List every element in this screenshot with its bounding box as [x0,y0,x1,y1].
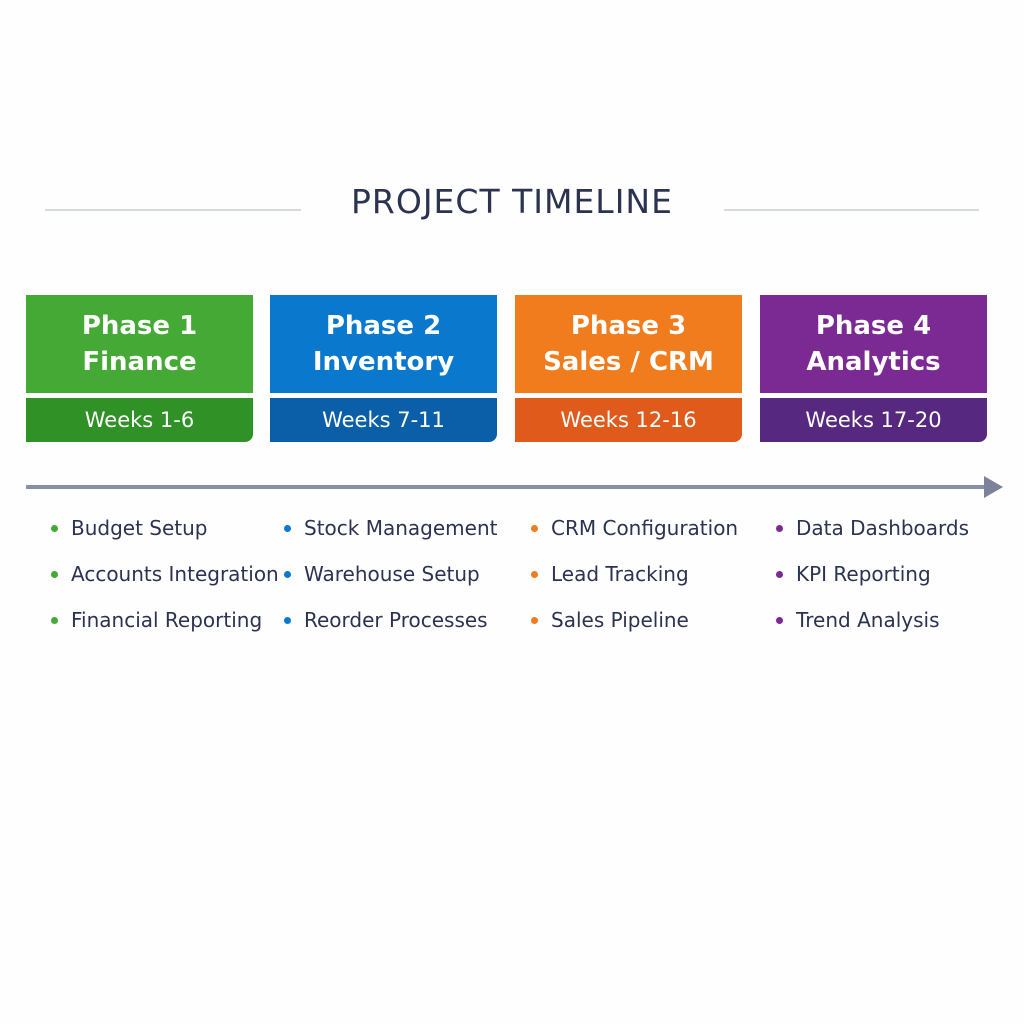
task-item: Financial Reporting [51,604,279,650]
phase-header: Phase 4 Analytics [760,295,987,393]
phase-weeks: Weeks 1-6 [26,398,253,442]
bullet-icon [284,617,291,624]
bullet-icon [51,525,58,532]
phase-card-4: Phase 4 Analytics Weeks 17-20 [760,295,987,442]
task-label: CRM Configuration [551,516,739,540]
task-label: KPI Reporting [796,562,931,586]
task-item: KPI Reporting [776,558,969,604]
task-label: Accounts Integration [71,562,279,586]
phase-name: Phase 4 [815,311,932,341]
task-label: Trend Analysis [796,608,940,632]
task-label: Reorder Processes [304,608,488,632]
bullet-icon [531,525,538,532]
phase-name: Phase 3 [570,311,687,341]
phase-weeks: Weeks 12-16 [515,398,742,442]
bullet-icon [776,617,783,624]
bullet-icon [284,571,291,578]
bullet-icon [776,571,783,578]
bullet-icon [51,617,58,624]
phase-card-3: Phase 3 Sales / CRM Weeks 12-16 [515,295,742,442]
bullet-icon [531,571,538,578]
task-label: Budget Setup [71,516,208,540]
phase-header: Phase 2 Inventory [270,295,497,393]
title-divider-right [724,209,979,211]
task-item: Budget Setup [51,512,279,558]
phase-weeks: Weeks 17-20 [760,398,987,442]
timeline-axis [26,485,988,489]
task-label: Warehouse Setup [304,562,480,586]
task-item: Sales Pipeline [531,604,738,650]
arrow-head-icon [984,476,1003,498]
phase-name: Phase 2 [325,311,442,341]
phase-header: Phase 3 Sales / CRM [515,295,742,393]
task-label: Stock Management [304,516,498,540]
task-item: Reorder Processes [284,604,497,650]
phase-header: Phase 1 Finance [26,295,253,393]
bullet-icon [531,617,538,624]
task-item: Accounts Integration [51,558,279,604]
task-item: Lead Tracking [531,558,738,604]
task-label: Financial Reporting [71,608,263,632]
task-item: Stock Management [284,512,497,558]
page-title: PROJECT TIMELINE [351,182,673,221]
phase-area: Analytics [806,347,941,377]
task-label: Lead Tracking [551,562,689,586]
title-divider-left [45,209,301,211]
phase-area: Sales / CRM [543,347,714,377]
phase-card-1: Phase 1 Finance Weeks 1-6 [26,295,253,442]
task-item: Data Dashboards [776,512,969,558]
phase-area: Inventory [312,347,455,377]
task-item: Trend Analysis [776,604,969,650]
task-item: CRM Configuration [531,512,738,558]
task-label: Sales Pipeline [551,608,689,632]
bullet-icon [51,571,58,578]
task-item: Warehouse Setup [284,558,497,604]
task-label: Data Dashboards [796,516,970,540]
bullet-icon [284,525,291,532]
phase-card-2: Phase 2 Inventory Weeks 7-11 [270,295,497,442]
phase-area: Finance [82,347,197,377]
bullet-icon [776,525,783,532]
phase-name: Phase 1 [81,311,198,341]
phase-weeks: Weeks 7-11 [270,398,497,442]
